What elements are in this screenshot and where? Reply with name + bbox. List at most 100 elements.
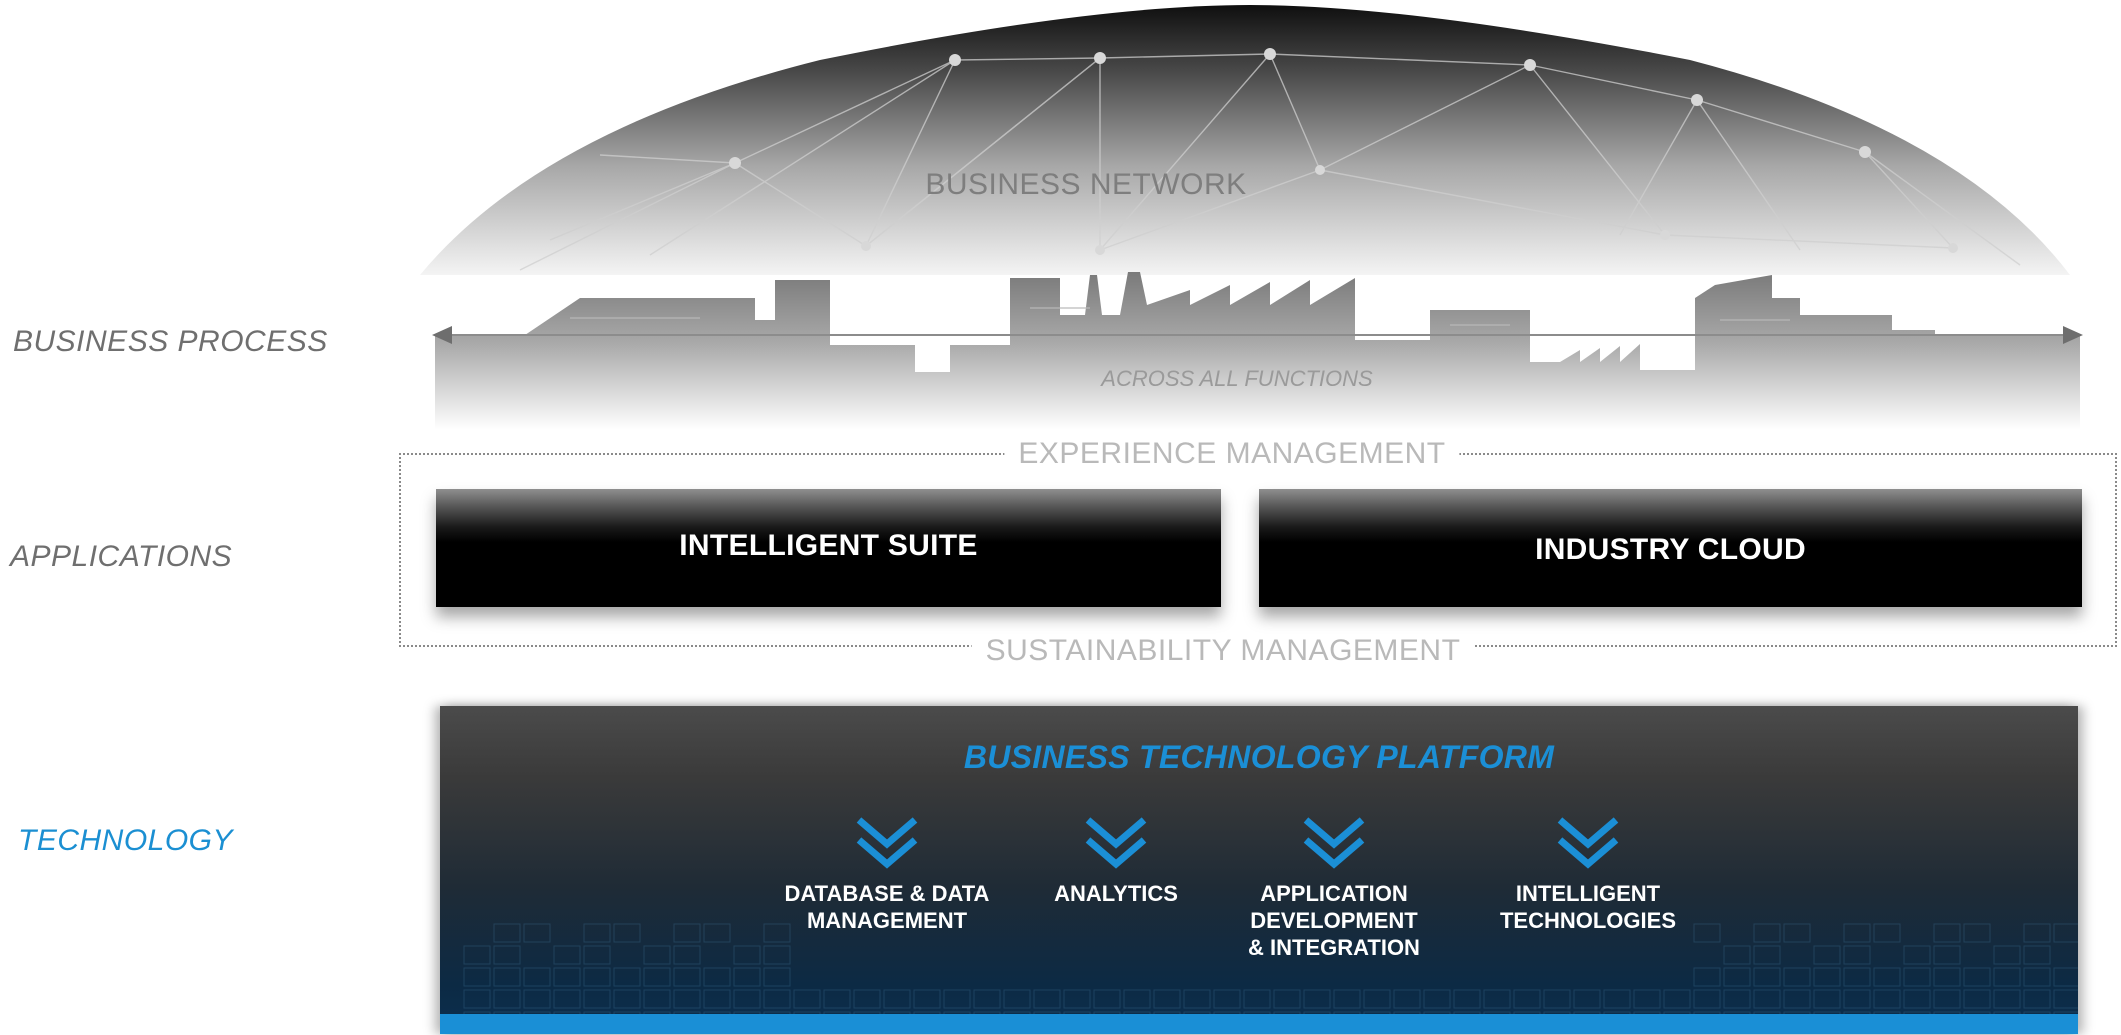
grid-cell — [1333, 989, 1361, 1009]
grid-cell — [1903, 967, 1931, 987]
grid-cell — [1633, 989, 1661, 1009]
grid-cell — [553, 967, 581, 987]
grid-cell — [703, 967, 731, 987]
grid-cell — [2023, 989, 2051, 1009]
grid-cell — [1423, 989, 1451, 1009]
grid-cell — [2023, 967, 2051, 987]
intelligent-suite-box: INTELLIGENT SUITE — [436, 489, 1221, 607]
industry-cloud-label: INDUSTRY CLOUD — [1535, 533, 1806, 566]
tech-item-label: INTELLIGENT TECHNOLOGIES — [1499, 881, 1676, 933]
grid-cell — [733, 989, 761, 1009]
grid-cell — [733, 945, 761, 965]
grid-cell — [673, 989, 701, 1009]
grid-cell — [673, 923, 701, 943]
grid-cell — [1693, 989, 1721, 1009]
grid-cell — [703, 989, 731, 1009]
grid-cell — [1903, 989, 1931, 1009]
double-chevron-down-icon — [1303, 817, 1365, 869]
grid-cell — [2023, 923, 2051, 943]
grid-cell — [523, 967, 551, 987]
grid-cell — [703, 923, 731, 943]
grid-cell — [673, 945, 701, 965]
grid-cell — [1573, 989, 1601, 1009]
grid-cell — [1813, 967, 1841, 987]
business-technology-platform: BUSINESS TECHNOLOGY PLATFORM DATABASE & … — [440, 706, 2078, 1034]
grid-cell — [643, 945, 671, 965]
double-chevron-down-icon — [856, 817, 918, 869]
grid-cell — [1123, 989, 1151, 1009]
grid-cell — [1753, 967, 1781, 987]
grid-cell — [613, 967, 641, 987]
grid-cell — [1753, 923, 1781, 943]
process-skyline — [432, 272, 2083, 430]
grid-cell — [883, 989, 911, 1009]
grid-cell — [493, 923, 521, 943]
grid-cell — [613, 989, 641, 1009]
grid-cell — [1393, 989, 1421, 1009]
grid-cell — [643, 967, 671, 987]
grid-cell — [1813, 945, 1841, 965]
tech-item-label: ANALYTICS — [1054, 881, 1178, 906]
grid-cell — [1993, 989, 2021, 1009]
grid-cell — [1753, 989, 1781, 1009]
grid-cell — [763, 923, 791, 943]
grid-cell — [2023, 945, 2051, 965]
grid-cell — [1693, 923, 1721, 943]
industry-cloud-box: INDUSTRY CLOUD — [1259, 489, 2082, 607]
grid-cell — [553, 945, 581, 965]
grid-cell — [853, 989, 881, 1009]
double-arrow-icon — [432, 326, 2083, 344]
grid-cell — [523, 923, 551, 943]
tech-item-analytics: ANALYTICS — [986, 816, 1246, 907]
experience-management-label: EXPERIENCE MANAGEMENT — [1004, 437, 1460, 471]
business-network-label: BUSINESS NETWORK — [925, 168, 1247, 201]
grid-cell — [1693, 967, 1721, 987]
grid-cell — [1783, 923, 1811, 943]
grid-cell — [1963, 967, 1991, 987]
grid-cell — [1843, 923, 1871, 943]
intelligent-suite-label: INTELLIGENT SUITE — [679, 529, 978, 562]
grid-cell — [1093, 989, 1121, 1009]
grid-cell — [1933, 967, 1961, 987]
grid-cell — [1153, 989, 1181, 1009]
grid-cell — [1903, 945, 1931, 965]
applications-label: APPLICATIONS — [10, 540, 233, 573]
grid-cell — [943, 989, 971, 1009]
grid-cell — [643, 989, 671, 1009]
platform-accent-bar — [440, 1014, 2078, 1034]
grid-cell — [1183, 989, 1211, 1009]
grid-cell — [583, 945, 611, 965]
grid-cell — [1993, 967, 2021, 987]
grid-cell — [823, 989, 851, 1009]
grid-cell — [733, 967, 761, 987]
grid-cell — [1273, 989, 1301, 1009]
grid-cell — [493, 967, 521, 987]
business-network-dome — [420, 5, 2070, 275]
grid-cell — [523, 989, 551, 1009]
grid-cell — [673, 967, 701, 987]
grid-cell — [763, 945, 791, 965]
grid-cell — [1813, 989, 1841, 1009]
grid-cell — [1483, 989, 1511, 1009]
grid-cell — [1213, 989, 1241, 1009]
grid-cell — [1933, 989, 1961, 1009]
grid-cell — [793, 989, 821, 1009]
grid-cell — [1873, 989, 1901, 1009]
business-process-label: BUSINESS PROCESS — [13, 325, 328, 358]
grid-cell — [583, 967, 611, 987]
platform-title: BUSINESS TECHNOLOGY PLATFORM — [963, 739, 1555, 775]
grid-cell — [1933, 923, 1961, 943]
double-chevron-down-icon — [1557, 817, 1619, 869]
grid-cell — [2053, 989, 2078, 1009]
grid-cell — [1843, 967, 1871, 987]
grid-cell — [583, 923, 611, 943]
grid-cell — [1513, 989, 1541, 1009]
grid-cell — [493, 945, 521, 965]
grid-cell — [1003, 989, 1031, 1009]
grid-cell — [1783, 967, 1811, 987]
grid-cell — [1843, 945, 1871, 965]
sustainability-management-label: SUSTAINABILITY MANAGEMENT — [971, 634, 1475, 668]
grid-cell — [1723, 967, 1751, 987]
grid-cell — [1843, 989, 1871, 1009]
grid-cell — [1783, 989, 1811, 1009]
